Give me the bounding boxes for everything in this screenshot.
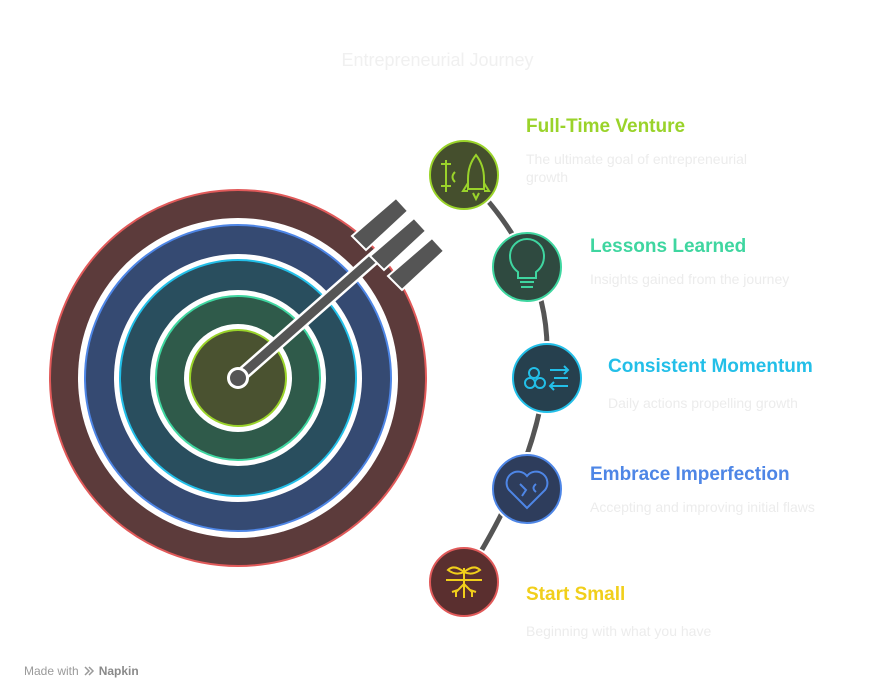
step-desc-consistent-momentum: Daily actions propelling growth (608, 395, 798, 411)
arrow-tip-inner (230, 370, 246, 386)
arrow-fletching (350, 196, 446, 292)
step-circle-consistent-momentum (510, 341, 584, 415)
step-desc-embrace-imperfection: Accepting and improving initial flaws (590, 499, 815, 515)
arrow (227, 196, 446, 389)
sprout-roots-icon (446, 566, 482, 598)
step-desc-lessons-learned: Insights gained from the journey (590, 271, 790, 287)
step-circle-lessons-learned (490, 230, 564, 304)
footer: Made with Napkin (24, 664, 139, 678)
diagram-title: Entrepreneurial Journey (341, 50, 534, 70)
step-circle-embrace-imperfection (490, 452, 564, 526)
rocket-launch-icon (441, 153, 491, 202)
step-title-lessons-learned: Lessons Learned (590, 236, 747, 257)
napkin-logo-icon (84, 666, 94, 676)
step-title-start-small: Start Small (526, 584, 626, 605)
step-title-embrace-imperfection: Embrace Imperfection (590, 464, 790, 485)
step-title-full-time-venture: Full-Time Venture (526, 116, 686, 137)
footer-made-with: Made with (24, 664, 79, 678)
flow-arrows-icon (524, 365, 570, 391)
puzzle-heart-icon (505, 470, 549, 510)
step-circle-full-time-venture (427, 138, 501, 212)
footer-brand: Napkin (98, 664, 139, 678)
step-desc-start-small: Beginning with what you have (526, 623, 712, 639)
lightbulb-icon (508, 238, 546, 288)
step-circle-start-small (427, 545, 501, 619)
step-desc-full-time-venture: The ultimate goal of entrepreneurial gro… (526, 151, 748, 185)
step-title-consistent-momentum: Consistent Momentum (608, 356, 813, 377)
